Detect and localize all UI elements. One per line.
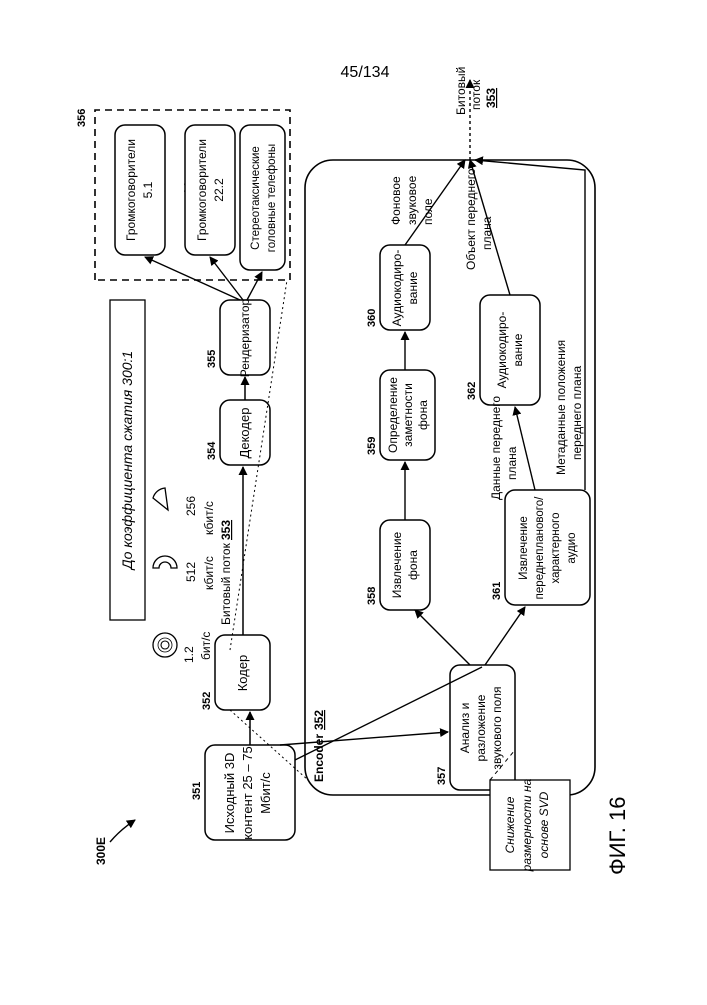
audio-coding-fg-block: Аудиокодиро- вание 362 (466, 295, 540, 405)
svg-text:головные телефоны: головные телефоны (266, 144, 278, 252)
svg-text:Кодер: Кодер (235, 655, 250, 692)
svg-text:5.1: 5.1 (141, 181, 155, 198)
figure-ref: 300E (94, 837, 108, 865)
fg-meta-line1: Метаданные положения (554, 340, 568, 475)
encoder-ref: 352 (312, 710, 326, 730)
half-unit: кбит/с (202, 556, 216, 590)
svg-text:фона: фона (406, 550, 420, 580)
renderer-block: Рендеризатор 355 (206, 298, 270, 377)
fg-data-line2: плана (505, 446, 519, 480)
bitstream-out-ref: 353 (484, 88, 498, 108)
bg-salience-block: Определение заметности фона 359 (366, 370, 435, 460)
svg-text:Снижение: Снижение (503, 796, 517, 853)
renderer-ref: 355 (206, 350, 218, 368)
figure-caption: ФИГ. 16 (605, 797, 630, 875)
fg-extract-ref: 361 (491, 582, 503, 600)
bitstream-out-line2: поток (469, 79, 483, 110)
bg-salience-ref: 359 (366, 437, 378, 455)
bg-extract-block: Извлечение фона 358 (366, 520, 430, 610)
audio-coding-bg-ref: 360 (366, 309, 378, 327)
sector-unit: кбит/с (202, 501, 216, 535)
svg-text:Определение: Определение (386, 377, 400, 453)
svg-text:Извлечение: Извлечение (390, 531, 404, 598)
fg-data-line1: Данные переднего (489, 396, 503, 500)
svg-text:заметности: заметности (401, 383, 415, 447)
half-disc-icon (153, 556, 177, 568)
svg-text:вание: вание (511, 333, 525, 366)
svg-text:22.2: 22.2 (212, 178, 226, 202)
headphones-block: Стереотаксические головные телефоны (240, 125, 285, 270)
bitstream-mid-text: Битовый поток (219, 542, 233, 625)
speakers-group-ref: 356 (76, 109, 88, 127)
decoder-ref: 354 (206, 441, 218, 460)
svg-text:переднепланового/: переднепланового/ (534, 496, 546, 599)
source-block: Исходный 3D контент 25 – 75 Мбит/с 351 (191, 745, 295, 840)
disc-unit: бит/с (199, 632, 213, 660)
svg-text:звукового поля: звукового поля (490, 686, 504, 769)
source-ref: 351 (191, 782, 203, 800)
analysis-ref: 357 (436, 767, 448, 785)
fg-object-line1: Объект переднего (464, 168, 478, 270)
svg-text:Аудиокодиро-: Аудиокодиро- (495, 312, 509, 389)
svg-text:основе SVD: основе SVD (537, 791, 551, 858)
source-line2: контент 25 – 75 (240, 746, 255, 839)
svg-text:Стереотаксические: Стереотаксические (250, 146, 262, 250)
sector-icon (153, 488, 168, 510)
svg-text:разложение: разложение (474, 694, 488, 761)
svg-text:Рендеризатор: Рендеризатор (238, 298, 252, 377)
svg-text:фона: фона (416, 400, 430, 430)
svd-note-block: Снижение размерности на основе SVD (490, 778, 570, 872)
bitstream-mid-ref: 353 (219, 520, 233, 540)
svg-text:Декодер: Декодер (237, 408, 252, 459)
source-line3: Мбит/с (258, 772, 273, 814)
source-line1: Исходный 3D (222, 753, 237, 834)
disc-value: 1.2 (182, 646, 196, 663)
coder-ref: 352 (201, 692, 213, 710)
speakers-51-block: Громкоговорители 5.1 (115, 125, 165, 255)
bg-extract-ref: 358 (366, 587, 378, 605)
svg-text:аудио: аудио (566, 532, 578, 563)
audio-coding-bg-block: Аудиокодиро- вание 360 (366, 245, 430, 330)
svg-text:До коэффициента сжатия 300:1: До коэффициента сжатия 300:1 (119, 351, 135, 571)
svg-text:размерности на: размерности на (520, 778, 534, 872)
svg-text:вание: вание (406, 271, 420, 304)
svg-text:Извлечение: Извлечение (518, 516, 530, 580)
svg-text:Громкоговорители: Громкоговорители (124, 139, 138, 241)
speakers-222-block: Громкоговорители 22.2 (185, 125, 235, 255)
decoder-block: Декодер 354 (206, 400, 270, 465)
half-value: 512 (184, 562, 198, 582)
bitstream-out-line1: Битовый (454, 67, 468, 115)
bg-field-line1: Фоновое (389, 176, 403, 225)
page-number: 45/134 (310, 64, 420, 82)
sector-value: 256 (184, 496, 198, 516)
svg-text:Аудиокодиро-: Аудиокодиро- (390, 250, 404, 327)
figure-ref-arrow (110, 820, 135, 842)
svg-text:характерного: характерного (550, 513, 562, 584)
bg-field-line2: звуковое (405, 175, 419, 225)
fg-meta-line2: переднего плана (570, 366, 584, 460)
disc-icon (153, 633, 177, 657)
svg-text:Громкоговорители: Громкоговорители (195, 139, 209, 241)
compression-note-box: До коэффициента сжатия 300:1 (110, 300, 145, 620)
svg-text:Анализ и: Анализ и (458, 703, 472, 754)
fg-extract-block: Извлечение переднепланового/ характерног… (491, 490, 590, 605)
audio-coding-fg-ref: 362 (466, 382, 478, 400)
